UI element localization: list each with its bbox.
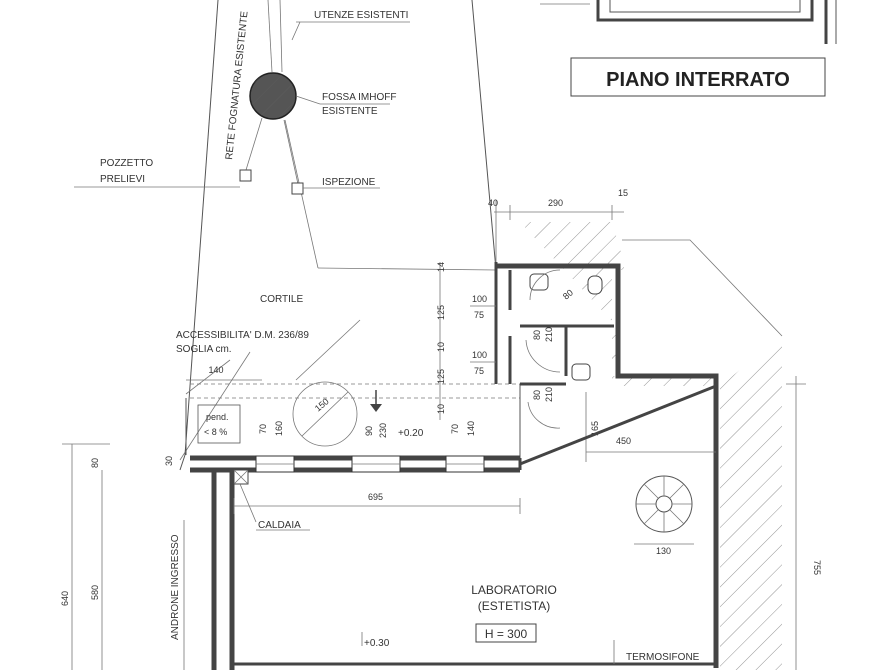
laboratorio-label-1: LABORATORIO xyxy=(471,583,557,597)
ispezione-group: ISPEZIONE xyxy=(291,177,380,195)
dim-140b: 140 xyxy=(466,421,476,436)
sewer-network-label: RETE FOGNATURA ESISTENTE xyxy=(224,10,251,160)
fossa-imhoff: FOSSA IMHOFF ESISTENTE xyxy=(249,72,396,120)
site-boundary xyxy=(179,0,497,471)
sink-icon-2 xyxy=(571,363,591,381)
dim-80b: 80 xyxy=(532,390,542,400)
dim-80d: 80 xyxy=(90,458,100,468)
dim-125a: 125 xyxy=(436,305,446,320)
caldaia-label: CALDAIA xyxy=(258,520,301,531)
right-dim: 755 xyxy=(786,376,822,670)
pozzetto-group: POZZETTO PRELIEVI xyxy=(74,158,252,188)
cortile-label: CORTILE xyxy=(260,294,303,305)
vertical-dim-chain: 14 125 10 125 10 xyxy=(436,262,446,420)
dim-165: 165 xyxy=(590,421,600,436)
soil-hatch xyxy=(520,222,783,670)
dim-580: 580 xyxy=(90,585,100,600)
quota-cortile: +0.20 xyxy=(398,428,424,439)
dim-75b: 75 xyxy=(474,366,484,376)
height-label: H = 300 xyxy=(485,627,528,641)
dim-70b: 70 xyxy=(450,424,460,434)
spiral-stair-icon: 130 xyxy=(634,475,694,556)
laboratorio-label-2: (ESTETISTA) xyxy=(478,599,550,613)
sewer-lines xyxy=(245,0,497,271)
utenze-group: UTENZE ESISTENTI xyxy=(291,10,410,41)
utenze-label: UTENZE ESISTENTI xyxy=(314,10,408,21)
dim-100b: 100 xyxy=(472,350,487,360)
dim-695-group: 695 xyxy=(233,492,521,514)
quota-lab: +0.30 xyxy=(364,638,390,649)
dim-30: 30 xyxy=(164,456,174,466)
pozzetto-label-1: POZZETTO xyxy=(100,158,153,169)
dim-80a: 80 xyxy=(532,330,542,340)
dim-230: 230 xyxy=(378,423,388,438)
termosifone-label: TERMOSIFONE xyxy=(626,652,700,663)
dim-640: 640 xyxy=(60,591,70,606)
dim-75a: 75 xyxy=(474,310,484,320)
left-dims: 640 580 80 30 xyxy=(60,443,174,670)
dim-10a: 10 xyxy=(436,342,446,352)
dim-10b: 10 xyxy=(436,404,446,414)
dim-210a: 210 xyxy=(544,327,554,342)
page-title: PIANO INTERRATO xyxy=(606,69,790,91)
dim-695: 695 xyxy=(368,492,383,502)
dim-130: 130 xyxy=(656,546,671,556)
toilet-icon xyxy=(587,275,603,295)
dim-125b: 125 xyxy=(436,369,446,384)
dim-70a: 70 xyxy=(258,424,268,434)
top-dims: 40 290 15 xyxy=(488,188,628,262)
title-box: PIANO INTERRATO xyxy=(570,57,826,97)
bathroom-block: 80 210 80 210 80 100 75 100 75 xyxy=(470,262,719,668)
caldaia-group: CALDAIA xyxy=(239,483,310,531)
top-right-fragment xyxy=(540,0,837,44)
pozzetto-label-2: PRELIEVI xyxy=(100,174,145,185)
ramp-box: pend. < 8 % xyxy=(197,404,241,444)
fossa-label-1: FOSSA IMHOFF xyxy=(322,92,396,103)
dim-290: 290 xyxy=(548,198,563,208)
dim-80c: 80 xyxy=(561,287,575,301)
pend-label-1: pend. xyxy=(206,412,229,422)
dim-210b: 210 xyxy=(544,387,554,402)
accessibilita-label: ACCESSIBILITA' D.M. 236/89 xyxy=(176,330,309,341)
dim-160: 160 xyxy=(274,421,284,436)
dim-14: 14 xyxy=(436,262,446,272)
accessibility-notes: ACCESSIBILITA' D.M. 236/89 SOGLIA cm. 14… xyxy=(176,319,361,461)
dim-40: 40 xyxy=(488,198,498,208)
fossa-label-2: ESISTENTE xyxy=(322,106,378,117)
down-arrow-icon xyxy=(370,390,382,412)
dim-140-ramp: 140 xyxy=(208,365,223,375)
dim-450: 450 xyxy=(616,436,631,446)
ispezione-label: ISPEZIONE xyxy=(322,177,376,188)
dim-755: 755 xyxy=(812,560,822,575)
dim-100a: 100 xyxy=(472,294,487,304)
sink-icon xyxy=(529,273,549,291)
main-room-walls xyxy=(211,469,716,670)
androne-label: ANDRONE INGRESSO xyxy=(170,534,181,640)
soglia-label: SOGLIA cm. xyxy=(176,344,232,355)
turning-circle: 150 xyxy=(292,381,358,447)
dim-15: 15 xyxy=(618,188,628,198)
height-box xyxy=(475,623,537,643)
pend-label-2: < 8 % xyxy=(204,427,227,437)
dim-90: 90 xyxy=(364,426,374,436)
